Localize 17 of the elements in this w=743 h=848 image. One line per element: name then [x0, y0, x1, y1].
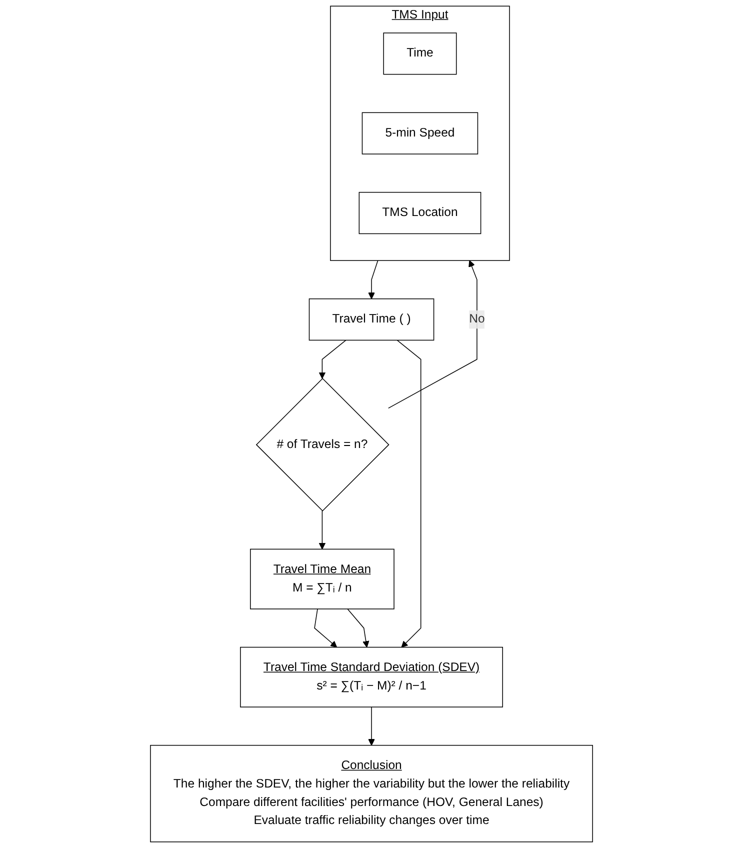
arrow: [318, 340, 346, 379]
arrow: [368, 260, 378, 300]
node-box: Travel Time Mean M = ∑Tᵢ / n: [250, 548, 394, 610]
node-box: Time: [383, 32, 457, 75]
node-box: 5-min Speed: [362, 112, 478, 154]
arrow: [388, 260, 478, 409]
node-diamond: # of Travels = n?: [256, 378, 390, 512]
node-box: Travel Time ( ): [308, 298, 434, 341]
arrow: [396, 340, 422, 648]
arrow: [347, 608, 370, 648]
arrow: [314, 608, 338, 648]
arrow: [368, 706, 375, 746]
node-box: TMS Location: [358, 192, 482, 234]
arrow: [318, 510, 326, 550]
node-box: Travel Time Standard Deviation (SDEV) s² = ∑(Tᵢ − M)² / n−1: [240, 646, 503, 708]
edge-label: No: [469, 312, 485, 326]
node-box: Conclusion The higher the SDEV, the higher the variability but the lower the reliability Compare different facilities' performance (HOV, General Lanes) Evaluate traffic reliability changes over time: [150, 744, 593, 842]
